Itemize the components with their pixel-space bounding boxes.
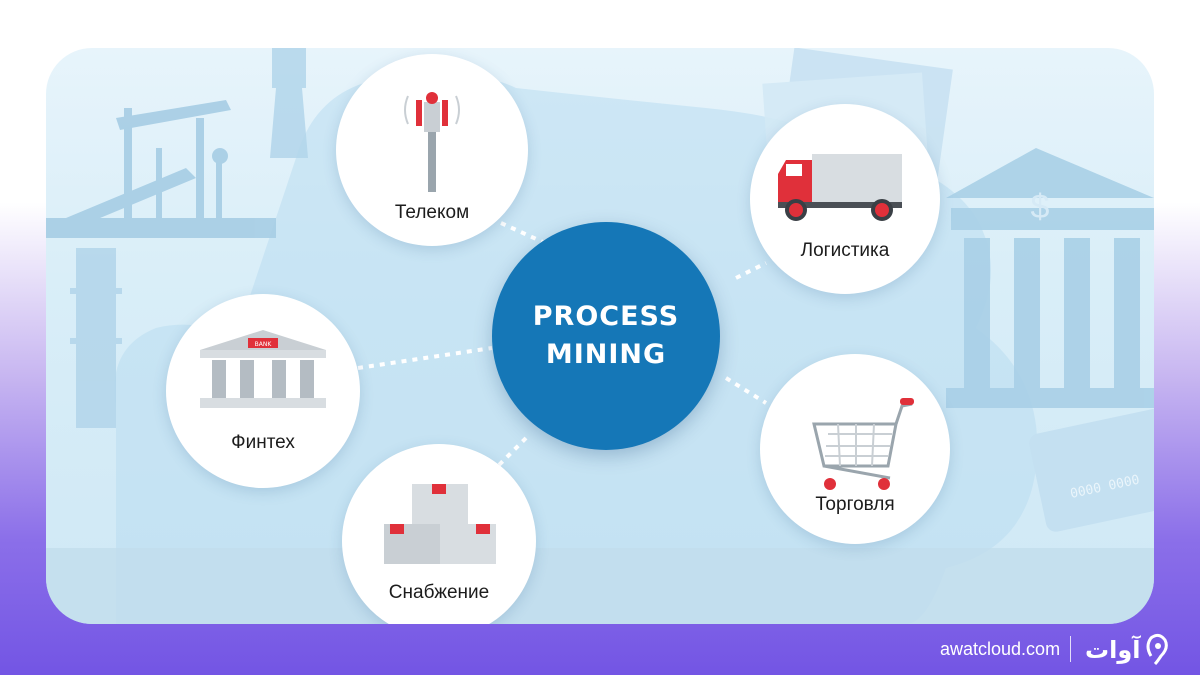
- boxes-icon: [384, 484, 496, 564]
- bank-silhouette: [946, 148, 1154, 408]
- node-supply: Снабжение: [342, 444, 536, 624]
- truck-icon: [778, 154, 902, 221]
- infographic-card: $ 0000 0000 PROCESS MINING: [46, 48, 1154, 624]
- branding: awatcloud.com آوات: [940, 632, 1171, 666]
- dollar-sign-text: $: [1031, 188, 1050, 226]
- center-title-line2: MINING: [545, 339, 667, 370]
- node-telecom-label: Телеком: [394, 202, 470, 223]
- node-telecom: Телеком: [336, 54, 528, 246]
- awatcloud-logo-icon: آوات: [1085, 633, 1168, 666]
- node-fintech: BANK Финтех: [166, 294, 360, 488]
- node-logistics: Логистика: [750, 104, 940, 294]
- tower-silhouette: [70, 48, 308, 428]
- shopping-cart-icon: [812, 398, 914, 490]
- bank-sign-text: BANK: [255, 341, 273, 348]
- svg-text:آوات: آوات: [1085, 635, 1141, 664]
- node-logistics-label: Логистика: [800, 240, 890, 261]
- node-supply-label: Снабжение: [388, 582, 490, 603]
- node-retail-label: Торговля: [815, 494, 895, 515]
- bank-building-icon: BANK: [200, 330, 326, 408]
- brand-divider: [1070, 636, 1072, 662]
- cell-tower-icon: [404, 92, 460, 192]
- credit-card-silhouette: [1029, 404, 1154, 532]
- center-title-line1: PROCESS: [532, 301, 680, 332]
- process-mining-center: PROCESS MINING: [492, 222, 720, 450]
- node-fintech-label: Финтех: [231, 432, 295, 453]
- brand-url: awatcloud.com: [940, 638, 1061, 659]
- node-retail: Торговля: [760, 354, 950, 544]
- oil-pump-silhouette: [46, 100, 276, 238]
